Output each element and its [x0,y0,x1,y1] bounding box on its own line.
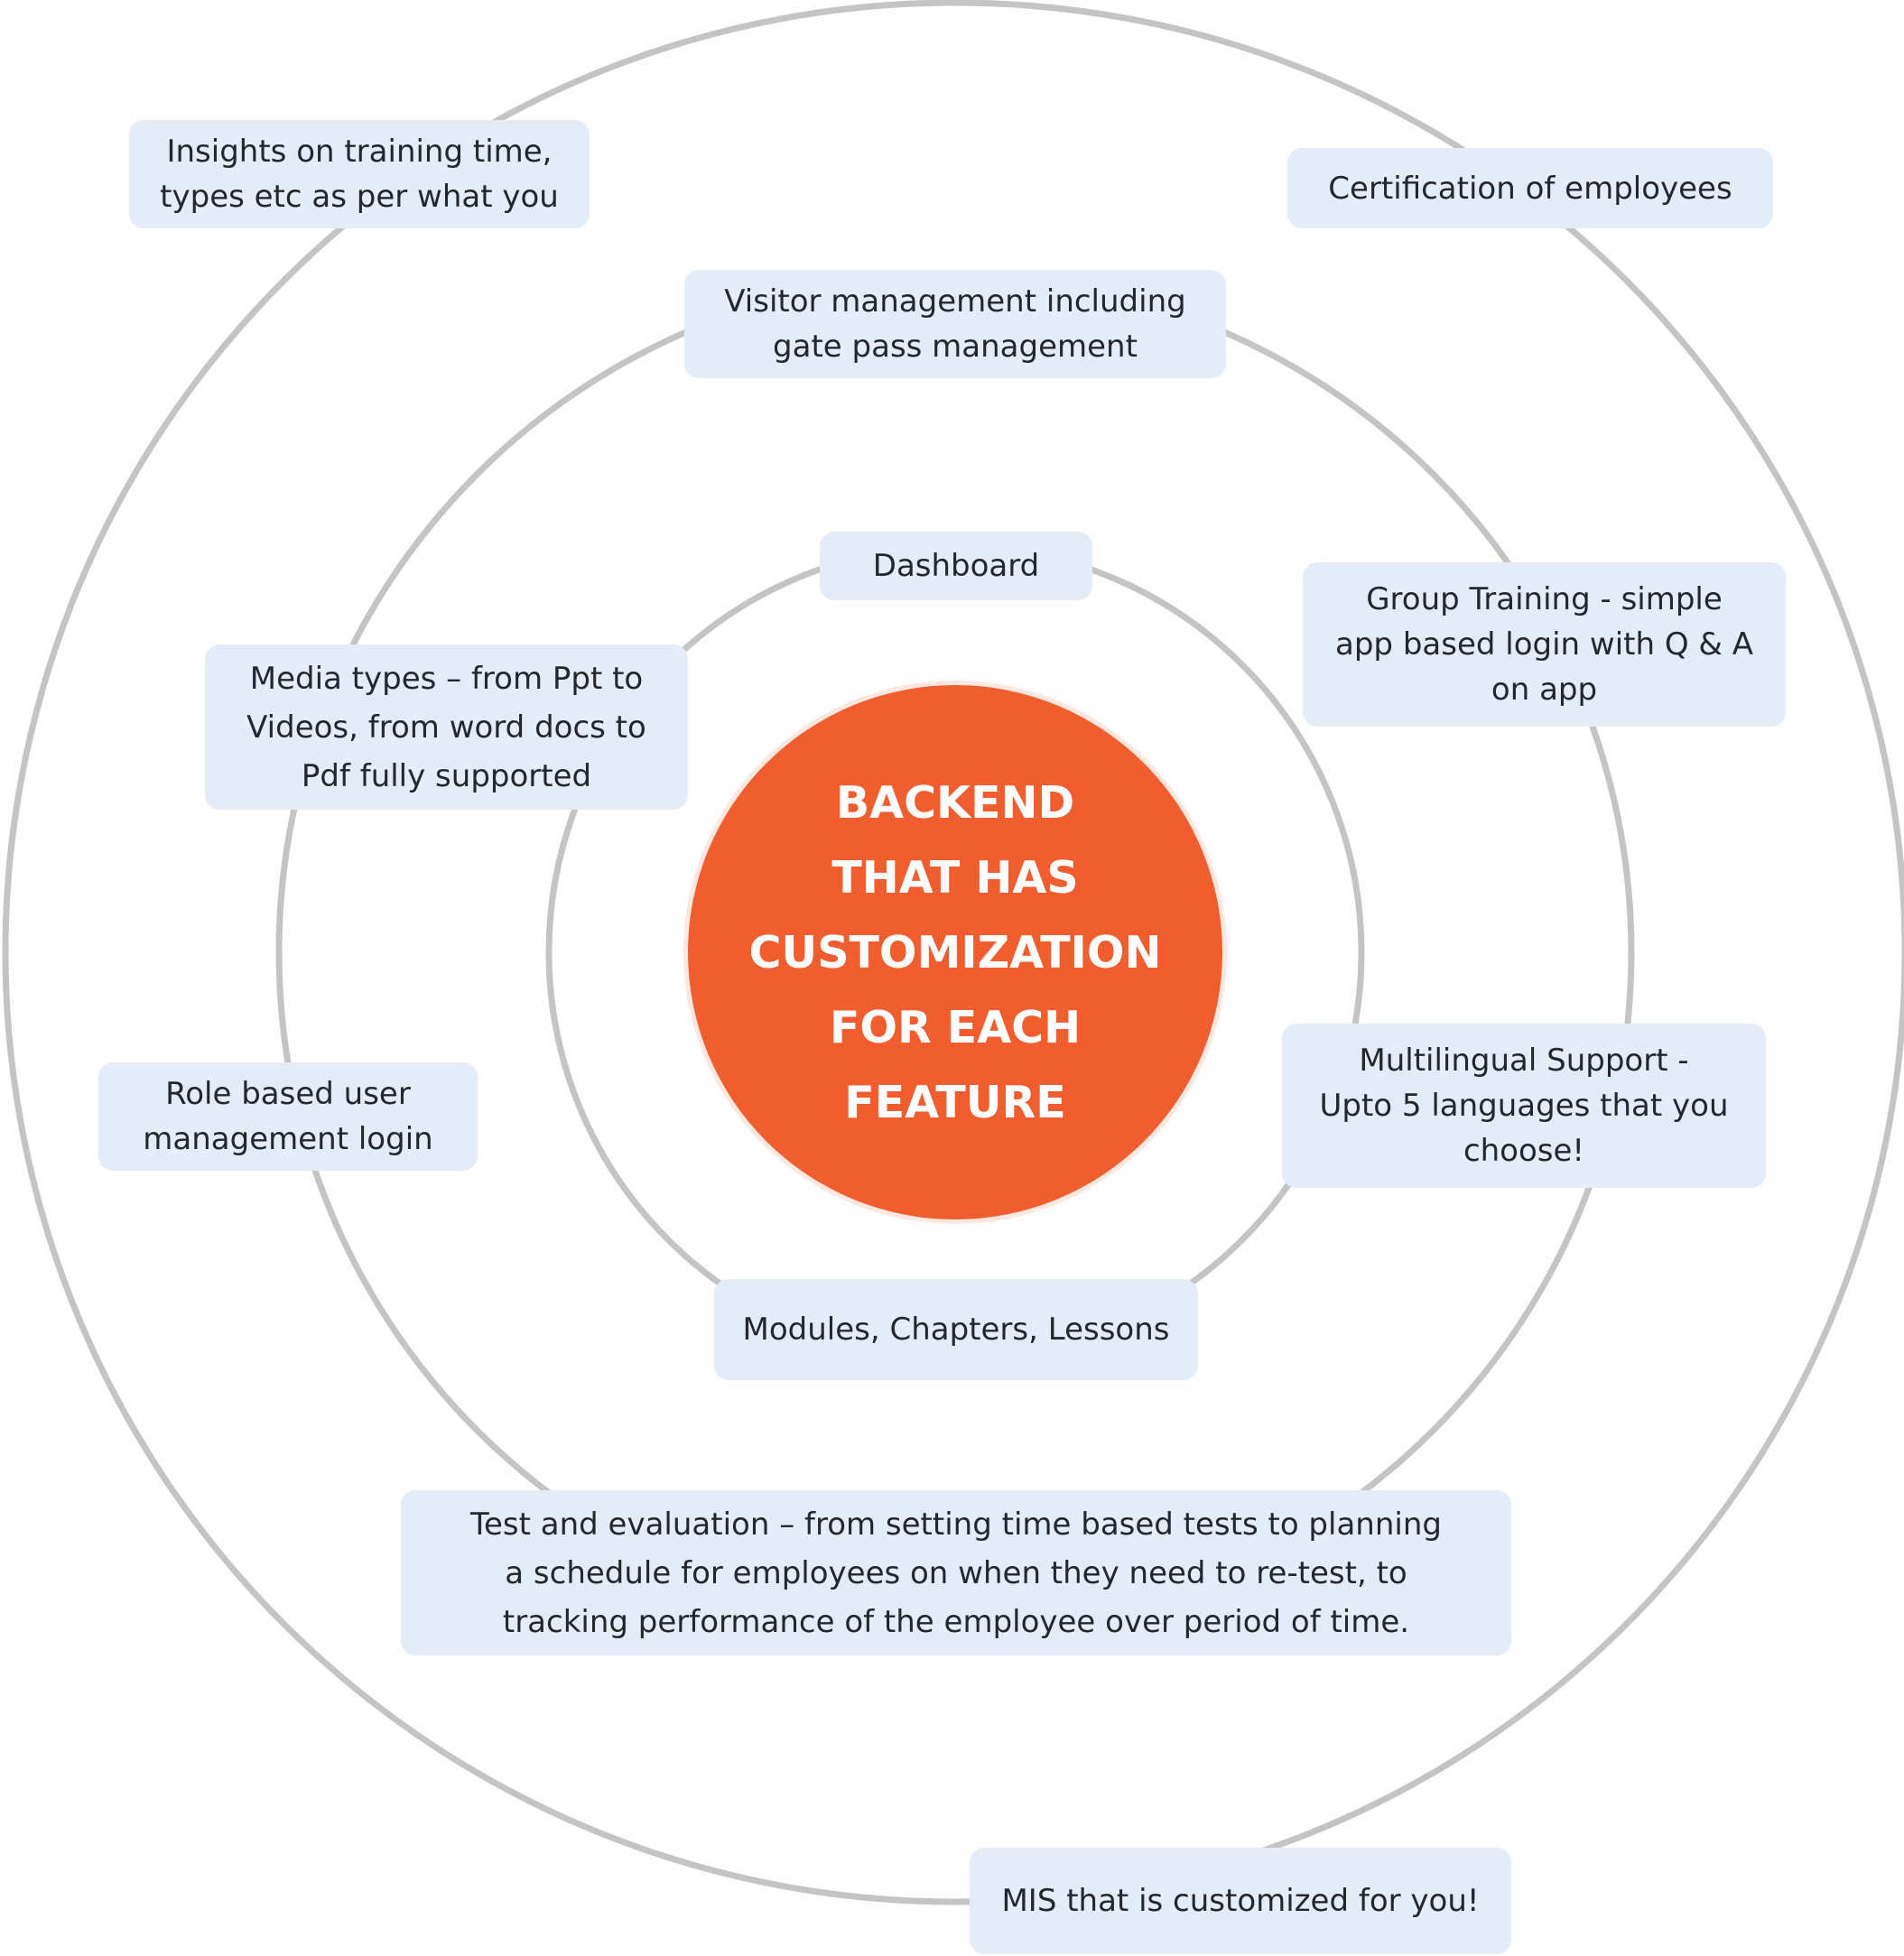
test-evaluation-box: Test and evaluation – from setting time … [401,1490,1511,1655]
insights-label: Insights on training time, types etc as … [160,134,559,215]
visitor-management-label: Visitor management including gate pass m… [724,283,1186,365]
certification-label: Certification of employees [1328,170,1732,207]
media-types-label: Media types – from Ppt to Videos, from w… [246,660,646,794]
dashboard-box: Dashboard [820,532,1092,600]
role-based-label: Role based user management login [143,1076,433,1157]
center-circle: BACKEND THAT HAS CUSTOMIZATION FOR EACH … [688,685,1222,1219]
mis-label: MIS that is customized for you! [1001,1883,1480,1919]
group-training-label: Group Training - simple app based login … [1335,581,1753,708]
test-evaluation-label: Test and evaluation – from setting time … [470,1506,1442,1640]
multilingual-support-box: Multilingual Support - Upto 5 languages … [1282,1024,1766,1188]
group-training-box: Group Training - simple app based login … [1303,562,1786,727]
outer-ring [2,0,1904,1905]
multilingual-support-label: Multilingual Support - Upto 5 languages … [1319,1043,1729,1169]
insights-box: Insights on training time, types etc as … [129,120,590,228]
mis-box: MIS that is customized for you! [970,1848,1511,1954]
center-title: BACKEND THAT HAS CUSTOMIZATION FOR EACH … [748,776,1162,1128]
media-types-box: Media types – from Ppt to Videos, from w… [205,644,688,810]
role-based-box: Role based user management login [98,1062,478,1171]
visitor-management-box: Visitor management including gate pass m… [684,270,1226,378]
dashboard-label: Dashboard [872,548,1040,584]
certification-box: Certification of employees [1287,148,1773,228]
modules-label: Modules, Chapters, Lessons [742,1312,1170,1348]
modules-box: Modules, Chapters, Lessons [714,1279,1198,1380]
